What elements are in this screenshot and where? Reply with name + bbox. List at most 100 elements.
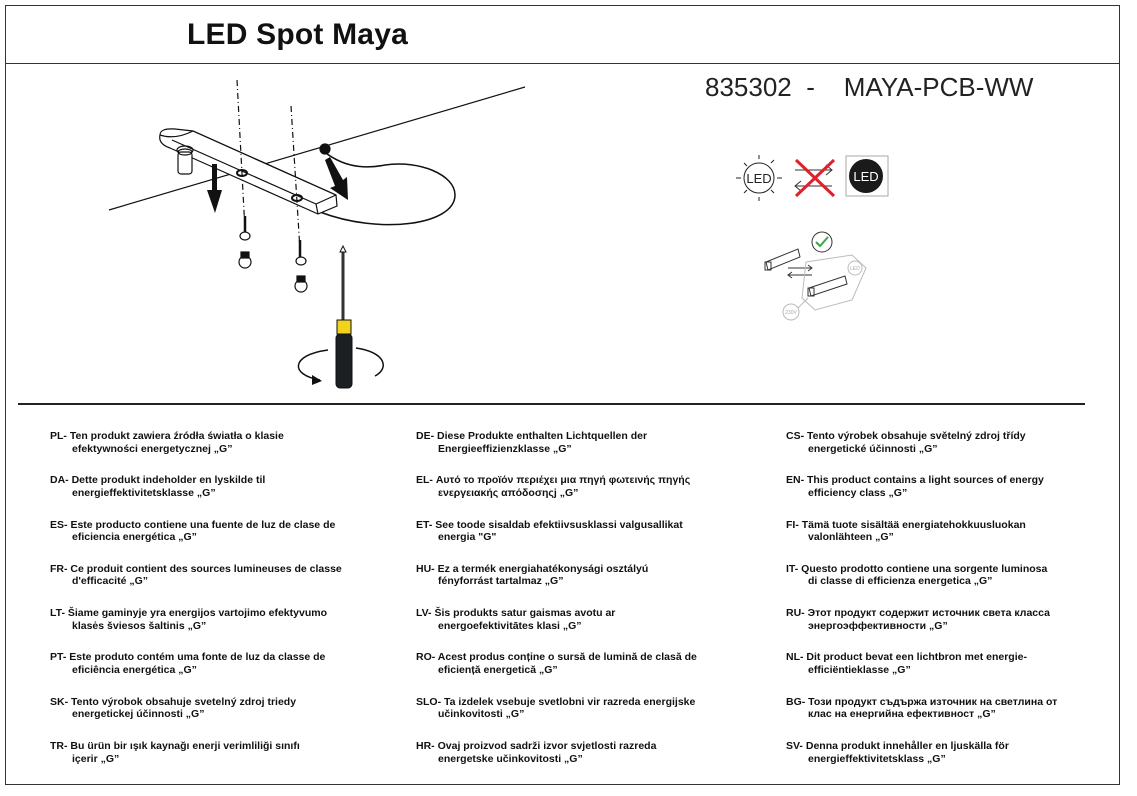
notice-text: Este produto contém uma fonte de luz da … — [69, 651, 326, 664]
notices-column-1: PL- Ten produkt zawiera źródła światła o… — [50, 430, 390, 784]
energy-notice: RU- Этот продукт содержит источник света… — [786, 607, 1126, 651]
notice-line-1: NL- Dit product bevat een lichtbron met … — [786, 651, 1126, 664]
energy-notice: PT- Este produto contém uma fonte de luz… — [50, 651, 390, 695]
energy-notice: ET- See toode sisaldab efektiivsusklassi… — [416, 519, 756, 563]
notice-line-2: efektywności energetycznej „G” — [72, 442, 233, 455]
energy-notice: RO- Acest produs conține o sursă de lumi… — [416, 651, 756, 695]
language-code: SLO- — [416, 695, 442, 708]
notice-line-2: энергоэффективности „G” — [808, 619, 948, 632]
screwdriver-icon — [297, 244, 384, 389]
language-code: HU- — [416, 562, 435, 575]
language-code: CS- — [786, 430, 805, 442]
notice-line-2: Energieeffizienzklasse „G” — [438, 442, 572, 455]
energy-notice: ES- Este producto contiene una fuente de… — [50, 519, 390, 563]
language-code: ET- — [416, 518, 433, 531]
language-code: DE- — [416, 430, 435, 442]
notice-text: Dit product bevat een lichtbron met ener… — [806, 651, 1027, 664]
product-code: 835302 - MAYA-PCB-WW — [705, 72, 1034, 102]
energy-notice: IT- Questo prodotto contiene una sorgent… — [786, 563, 1126, 607]
notice-text: Denna produkt innehåller en ljuskälla fö… — [805, 740, 1009, 753]
notice-text: Diese Produkte enthalten Lichtquellen de… — [437, 430, 648, 442]
language-code: PT- — [50, 651, 67, 664]
notice-text: Ez a termék energiahatékonysági osztályú — [437, 562, 649, 575]
notice-line-1: SLO- Ta izdelek vsebuje svetlobni vir ra… — [416, 696, 756, 709]
notice-line-1: EL- Αυτό το προϊόν περιέχει μια πηγή φωτ… — [416, 474, 756, 487]
energy-notice: EL- Αυτό το προϊόν περιέχει μια πηγή φωτ… — [416, 474, 756, 518]
down-arrow-icon — [325, 157, 348, 200]
energy-notice: HR- Ovaj proizvod sadrži izvor svjetlost… — [416, 740, 756, 784]
driver-replaceable-icon — [764, 231, 867, 321]
notice-line-2: eficiência energética „G” — [72, 663, 197, 676]
energy-notice: DA- Dette produkt indeholder en lyskilde… — [50, 474, 390, 518]
driver-led-label: LED — [850, 266, 860, 272]
notice-line-2: energieffektivitetsklass „G” — [808, 752, 946, 765]
notice-line-2: valonlähteen „G” — [808, 531, 894, 544]
language-code: FI- — [786, 518, 799, 531]
notice-text: Този продукт съдържа източник на светлин… — [808, 695, 1058, 708]
notice-text: Ten produkt zawiera źródła światła o kla… — [69, 430, 284, 442]
notice-text: Ovaj proizvod sadrži izvor svjetlosti ra… — [437, 740, 657, 753]
section-divider — [18, 403, 1085, 405]
notice-text: See toode sisaldab efektiivsusklassi val… — [435, 518, 683, 531]
energy-notice: DE- Diese Produkte enthalten Lichtquelle… — [416, 430, 756, 474]
energy-notice: PL- Ten produkt zawiera źródła światła o… — [50, 430, 390, 474]
energy-notice: SV- Denna produkt innehåller en ljuskäll… — [786, 740, 1126, 784]
notice-line-2: eficiencia energética „G” — [72, 531, 197, 544]
energy-notice: FI- Tämä tuote sisältää energiatehokkuus… — [786, 519, 1126, 563]
energy-notice: SLO- Ta izdelek vsebuje svetlobni vir ra… — [416, 696, 756, 740]
notice-text: Este producto contiene una fuente de luz… — [70, 518, 336, 531]
notice-line-2: fényforrást tartalmaz „G” — [438, 575, 564, 588]
notice-text: Bu ürün bir ışık kaynağı enerji verimlil… — [70, 740, 300, 753]
language-code: EN- — [786, 474, 805, 487]
language-code: SV- — [786, 740, 803, 753]
notice-line-1: DE- Diese Produkte enthalten Lichtquelle… — [416, 430, 756, 443]
notice-line-2: içerir „G” — [72, 752, 120, 765]
led-bulb-icon — [736, 155, 782, 201]
notice-line-2: energetické účinnosti „G” — [808, 442, 938, 455]
notice-line-2: energieffektivitetsklasse „G” — [72, 486, 216, 499]
notice-line-2: energia "G" — [438, 531, 497, 544]
notice-line-1: RU- Этот продукт содержит источник света… — [786, 607, 1126, 620]
notice-text: Αυτό το προϊόν περιέχει μια πηγή φωτεινή… — [435, 474, 691, 487]
notice-text: Acest produs conține o sursă de lumină d… — [437, 651, 697, 664]
led-integrated-icon — [849, 159, 883, 193]
energy-notice: HU- Ez a termék energiahatékonysági oszt… — [416, 563, 756, 607]
language-code: EL- — [416, 474, 433, 487]
notice-line-1: PT- Este produto contém uma fonte de luz… — [50, 651, 390, 664]
notice-line-1: DA- Dette produkt indeholder en lyskilde… — [50, 474, 390, 487]
notice-line-1: RO- Acest produs conține o sursă de lumi… — [416, 651, 756, 664]
notice-line-1: SK- Tento výrobok obsahuje svetelný zdro… — [50, 696, 390, 709]
language-code: BG- — [786, 695, 806, 708]
notice-line-1: SV- Denna produkt innehåller en ljuskäll… — [786, 740, 1126, 753]
notice-line-2: efficiëntieklasse „G” — [808, 663, 911, 676]
notice-line-1: LT- Šiame gaminyje yra energijos vartoji… — [50, 607, 390, 620]
led-integrated-label: LED — [853, 169, 878, 184]
language-code: TR- — [50, 740, 68, 753]
header-divider — [5, 63, 1120, 64]
language-code: DA- — [50, 474, 69, 487]
energy-notice: SK- Tento výrobok obsahuje svetelný zdro… — [50, 696, 390, 740]
notice-line-1: FI- Tämä tuote sisältää energiatehokkuus… — [786, 519, 1126, 532]
notice-text: Tento výrobek obsahuje světelný zdroj tř… — [807, 430, 1026, 442]
notice-line-1: ES- Este producto contiene una fuente de… — [50, 519, 390, 532]
notice-line-1: BG- Този продукт съдържа източник на све… — [786, 696, 1126, 709]
language-code: LV- — [416, 607, 432, 620]
language-code: SK- — [50, 695, 69, 708]
notice-text: Этот продукт содержит источник света кла… — [807, 607, 1050, 620]
energy-notice: EN- This product contains a light source… — [786, 474, 1126, 518]
no-replace-icon — [794, 158, 836, 198]
language-code: NL- — [786, 651, 804, 664]
energy-notice: BG- Този продукт съдържа източник на све… — [786, 696, 1126, 740]
notice-text: Tento výrobok obsahuje svetelný zdroj tr… — [71, 695, 297, 708]
notice-line-1: ET- See toode sisaldab efektiivsusklassi… — [416, 519, 756, 532]
notice-line-2: klasės šviesos šaltinis „G” — [72, 619, 207, 632]
notice-line-2: energetske učinkovitosti „G” — [438, 752, 583, 765]
notice-line-1: LV- Šis produkts satur gaismas avotu ar — [416, 607, 756, 620]
notice-line-1: IT- Questo prodotto contiene una sorgent… — [786, 563, 1126, 576]
language-code: RO- — [416, 651, 436, 664]
notice-line-1: PL- Ten produkt zawiera źródła światła o… — [50, 430, 390, 443]
energy-notice: LT- Šiame gaminyje yra energijos vartoji… — [50, 607, 390, 651]
notice-line-1: FR- Ce produit contient des sources lumi… — [50, 563, 390, 576]
